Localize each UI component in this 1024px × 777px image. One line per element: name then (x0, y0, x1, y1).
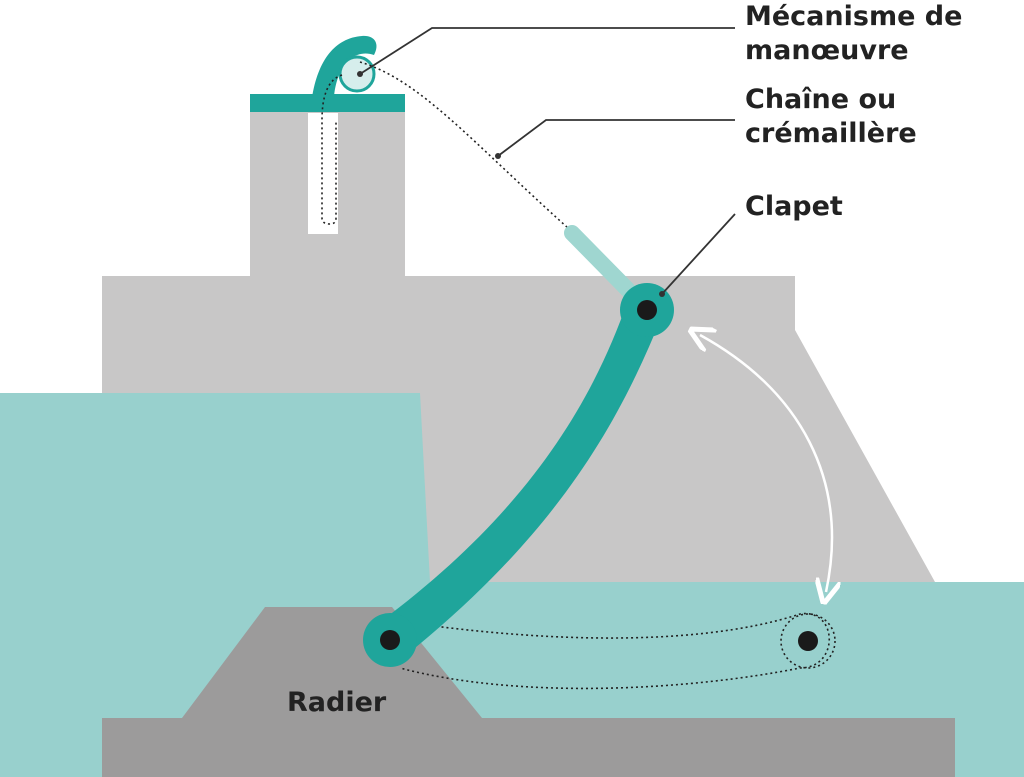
top-hinge-pivot-icon (637, 300, 657, 320)
leader-clapet-dot (659, 291, 665, 297)
label-chaine: Chaîne ou crémaillère (745, 83, 917, 151)
label-mecanisme-line1: Mécanisme de (745, 1, 963, 32)
label-chaine-line2: crémaillère (745, 118, 917, 149)
label-mecanisme: Mécanisme de manœuvre (745, 0, 962, 68)
label-radier-text: Radier (287, 687, 387, 718)
lowered-pivot-icon (798, 631, 818, 651)
pillar-slot (308, 113, 338, 234)
label-chaine-line1: Chaîne ou (745, 84, 897, 115)
radier-foundation (102, 607, 955, 777)
leader-chaine (497, 119, 735, 157)
label-radier: Radier (287, 686, 386, 720)
rack-rod (564, 225, 638, 300)
label-mecanisme-line2: manœuvre (745, 35, 909, 66)
winch-housing (312, 35, 377, 98)
pillar-cap (250, 94, 405, 112)
double-headed-curved-arrow-icon (700, 335, 832, 592)
chain-inner (321, 74, 343, 225)
chain-outer (359, 61, 569, 229)
leader-chaine-dot (495, 153, 501, 159)
lowered-pivot-ring (780, 613, 836, 669)
label-clapet: Clapet (745, 190, 843, 224)
gate-lowered-outline (391, 613, 831, 690)
label-clapet-text: Clapet (745, 191, 843, 222)
leader-clapet (661, 213, 736, 295)
bottom-hinge-pivot-icon (380, 630, 400, 650)
leader-mecanisme (359, 27, 735, 75)
leader-mecanisme-dot (357, 71, 363, 77)
